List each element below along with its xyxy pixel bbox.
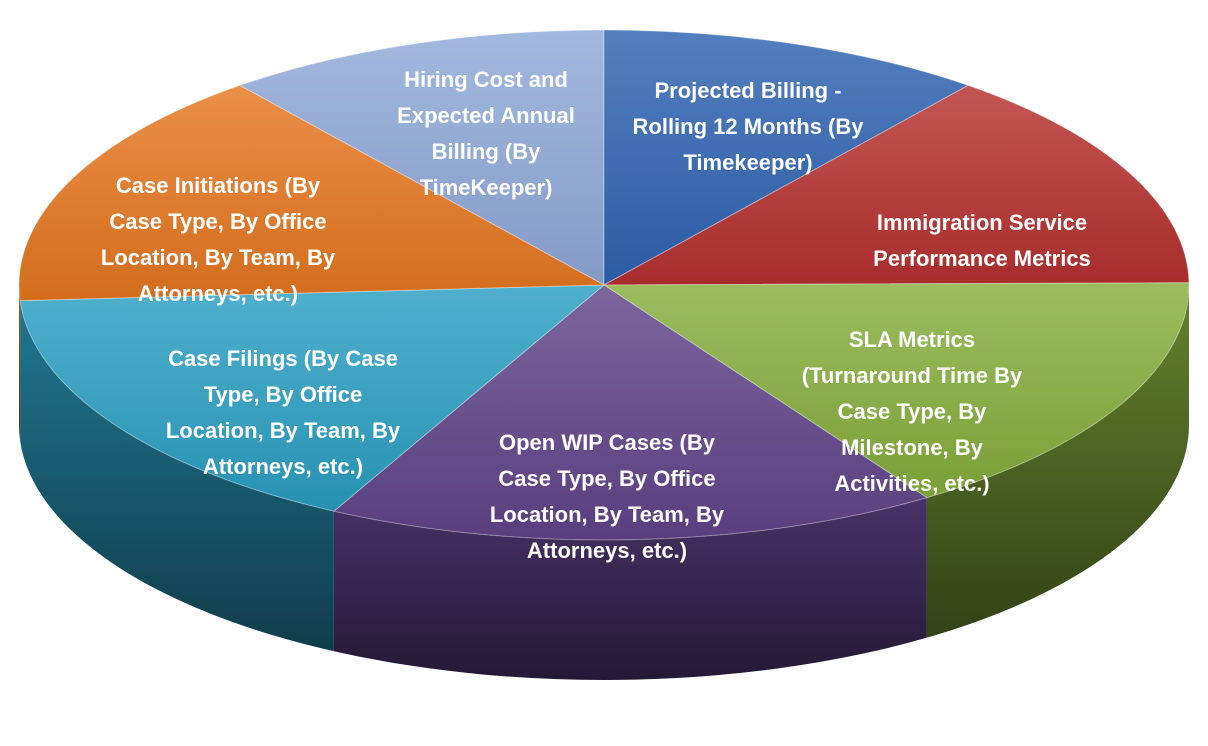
label-line: Case Type, By Office <box>498 466 715 491</box>
slice-sla-metrics <box>602 282 1190 499</box>
label-line: Location, By Team, By <box>490 502 725 527</box>
label-line: Timekeeper) <box>683 150 812 175</box>
slice-hiring-cost <box>238 29 605 286</box>
label-line: (Turnaround Time By <box>802 363 1023 388</box>
pie-side-walls <box>19 285 1189 680</box>
label-line: Case Type, By <box>838 399 988 424</box>
label-text-sla-metrics: SLA Metrics (Turnaround Time By Case Type,… <box>802 327 1023 496</box>
label-line: Attorneys, etc.) <box>203 454 363 479</box>
label-sla-metrics: SLA Metrics (Turnaround Time By Case Type,… <box>802 327 1023 496</box>
label-text-projected-billing: Projected Billing - Rolling 12 Months (By… <box>633 78 865 175</box>
label-line: Attorneys, etc.) <box>138 281 298 306</box>
label-line: Milestone, By <box>841 435 984 460</box>
slice-case-initiations <box>18 84 606 302</box>
side-wall-open-wip-cases <box>333 497 927 680</box>
label-line: Projected Billing - <box>654 78 841 103</box>
label-line: TimeKeeper) <box>420 175 553 200</box>
label-line: Billing (By <box>432 139 542 164</box>
label-line: Open WIP Cases (By <box>499 430 716 455</box>
label-line: Location, By Team, By <box>101 245 336 270</box>
slice-case-filings <box>19 284 606 512</box>
label-line: Case Initiations (By <box>116 173 321 198</box>
pie-top-faces <box>18 29 1190 541</box>
side-wall-case-filings <box>20 300 334 652</box>
label-line: Expected Annual <box>397 103 575 128</box>
slice-immigration-service <box>603 84 1190 286</box>
side-wall-sla-metrics <box>926 285 1189 638</box>
label-line: Hiring Cost and <box>404 67 568 92</box>
label-line: Type, By Office <box>204 382 363 407</box>
label-line: Activities, etc.) <box>834 471 989 496</box>
label-line: Performance Metrics <box>873 246 1091 271</box>
label-line: Immigration Service <box>877 210 1087 235</box>
label-line: SLA Metrics <box>849 327 975 352</box>
slice-projected-billing <box>603 29 970 286</box>
label-line: Location, By Team, By <box>166 418 401 443</box>
label-projected-billing: Projected Billing - Rolling 12 Months (By… <box>633 78 865 175</box>
label-line: Rolling 12 Months (By <box>633 114 865 139</box>
label-line: Case Filings (By Case <box>168 346 398 371</box>
label-line: Case Type, By Office <box>109 209 326 234</box>
slice-open-wip-cases <box>332 284 929 541</box>
side-wall-case-initiations <box>19 285 21 441</box>
label-line: Attorneys, etc.) <box>527 538 687 563</box>
